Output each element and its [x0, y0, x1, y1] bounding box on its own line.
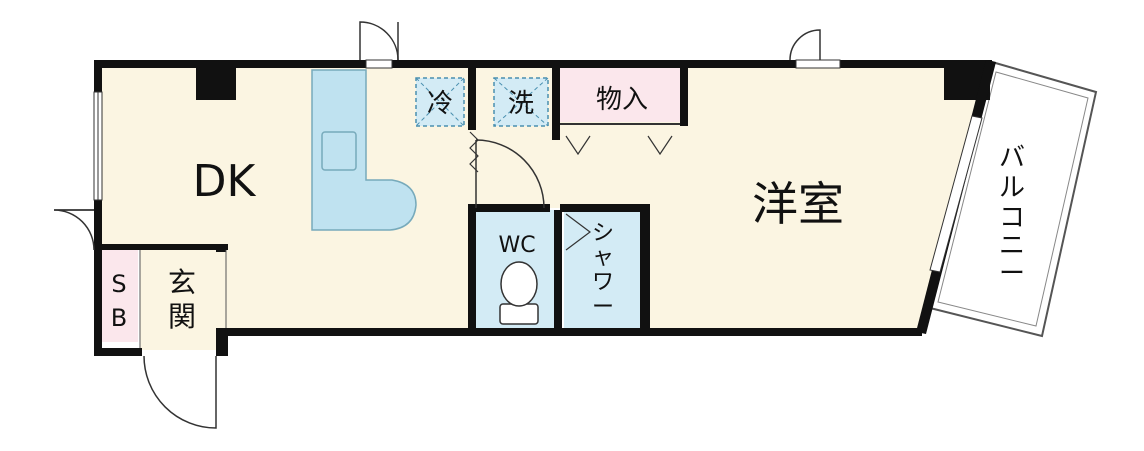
storage-floor	[560, 68, 684, 122]
shower-label-4: ー	[592, 295, 614, 320]
shoe-box-label-2: B	[111, 304, 127, 332]
left-door-swing	[53, 209, 95, 251]
closet-door-marks	[565, 135, 673, 156]
entrance-door-swing	[143, 355, 217, 429]
kitchen-counter	[311, 69, 417, 231]
shower-floor	[564, 210, 644, 330]
top-door-swing	[359, 21, 399, 61]
shoe-box-floor	[100, 248, 138, 342]
partition-zigzag	[469, 131, 479, 173]
room-top-door-swing	[789, 29, 821, 61]
western-room-floor	[556, 66, 990, 330]
western-room-label: 洋室	[752, 177, 844, 231]
dk-label: DK	[193, 156, 257, 207]
wc-door-swing	[475, 139, 545, 209]
toilet-bowl	[500, 261, 538, 307]
fridge-space-cross	[415, 77, 465, 127]
sink	[321, 131, 357, 171]
washer-space-cross	[493, 77, 549, 127]
balcony-window	[929, 115, 983, 273]
entrance-label-2: 関	[168, 300, 196, 333]
balcony-label-5: ー	[999, 259, 1025, 289]
balcony-inner-outline	[937, 71, 1089, 327]
balcony-label-3: コ	[999, 203, 1025, 233]
dk-floor	[100, 66, 472, 330]
shower-label-3: ワ	[592, 270, 614, 295]
shower-corner-mark	[565, 213, 591, 251]
washer-label: 洗	[508, 89, 534, 119]
balcony-label-2: ル	[999, 173, 1025, 203]
storage-label: 物入	[596, 85, 648, 115]
top-window-2	[795, 59, 841, 69]
fridge-label: 冷	[427, 89, 453, 119]
entrance-label-1: 玄	[168, 266, 196, 299]
toilet-tank	[499, 303, 539, 325]
balcony-label-4: ニ	[999, 231, 1025, 261]
top-window-1	[365, 59, 393, 69]
shoe-box-label-1: S	[111, 270, 126, 298]
entrance-floor	[140, 248, 228, 350]
wc-label: WC	[498, 233, 535, 258]
balcony-label-1: バ	[999, 143, 1025, 173]
shower-label-1: シ	[592, 221, 614, 246]
shower-label-2: ャ	[592, 245, 614, 270]
